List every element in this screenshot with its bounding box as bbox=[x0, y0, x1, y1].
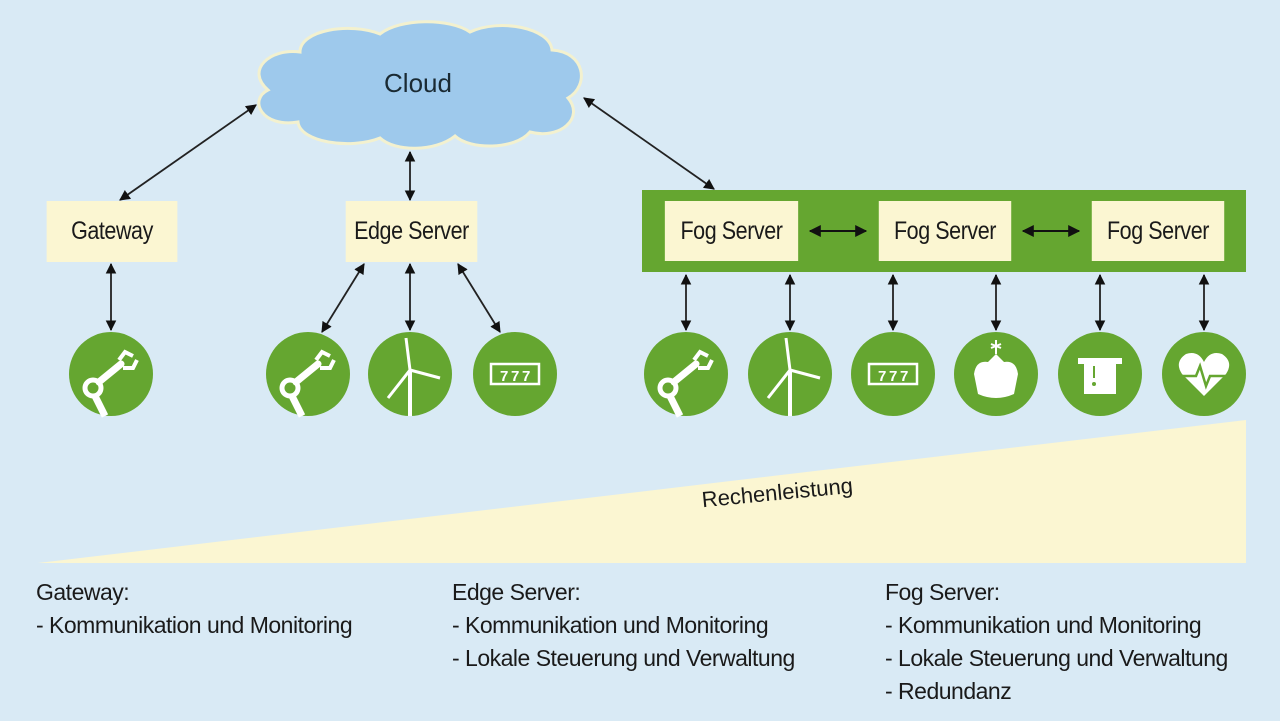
counter-display-icon: 7 7 7 bbox=[489, 362, 541, 386]
fog-server-box-3: Fog Server bbox=[1091, 201, 1225, 261]
description-title: Fog Server: bbox=[885, 579, 1000, 605]
cloud-label: Cloud bbox=[384, 68, 452, 98]
description-item: - Redundanz bbox=[885, 678, 1012, 704]
svg-text:7: 7 bbox=[500, 368, 508, 385]
device-fog-1 bbox=[644, 332, 728, 418]
wind-turbine-icon bbox=[386, 337, 441, 416]
device-fog-5 bbox=[1058, 332, 1142, 416]
description-item: - Lokale Steuerung und Verwaltung bbox=[885, 645, 1228, 671]
description-item: - Kommunikation und Monitoring bbox=[885, 612, 1202, 638]
robot-arm-icon bbox=[279, 349, 336, 418]
heart-monitor-icon bbox=[1178, 353, 1230, 396]
atm-icon bbox=[1078, 358, 1122, 394]
fog-server-box-2: Fog Server bbox=[878, 201, 1012, 261]
fog-server-label-1: Fog Server bbox=[680, 216, 783, 245]
device-gateway-1 bbox=[69, 332, 153, 418]
ship-icon bbox=[974, 340, 1018, 398]
gateway-label: Gateway bbox=[71, 217, 153, 245]
edge-server-box: Edge Server bbox=[345, 201, 478, 262]
description-fog-server: Fog Server: - Kommunikation und Monitori… bbox=[885, 576, 1228, 708]
robot-arm-icon bbox=[657, 349, 714, 418]
device-circle bbox=[473, 332, 557, 416]
description-title: Gateway: bbox=[36, 579, 130, 605]
robot-arm-icon bbox=[82, 349, 139, 418]
connector-cloud-gateway bbox=[119, 104, 257, 201]
device-edge-3: 7 7 7 bbox=[473, 332, 557, 416]
svg-text:7: 7 bbox=[511, 368, 519, 385]
device-fog-6 bbox=[1162, 332, 1246, 416]
gateway-box: Gateway bbox=[46, 201, 178, 262]
wind-turbine-icon bbox=[766, 337, 821, 416]
description-title: Edge Server: bbox=[452, 579, 581, 605]
cloud-shape bbox=[257, 20, 583, 150]
svg-text:7: 7 bbox=[900, 368, 908, 385]
counter-display-icon: 7 7 7 bbox=[867, 362, 919, 386]
description-gateway: Gateway: - Kommunikation und Monitoring bbox=[36, 576, 353, 642]
device-edge-2 bbox=[368, 332, 452, 416]
fog-server-label-2: Fog Server bbox=[893, 216, 997, 245]
description-item: - Kommunikation und Monitoring bbox=[452, 612, 769, 638]
computing-power-wedge bbox=[38, 420, 1246, 563]
description-item: - Lokale Steuerung und Verwaltung bbox=[452, 645, 795, 671]
description-item: - Kommunikation und Monitoring bbox=[36, 612, 353, 638]
fog-server-label-3: Fog Server bbox=[1106, 216, 1210, 245]
device-circle bbox=[851, 332, 935, 416]
svg-text:7: 7 bbox=[522, 368, 530, 385]
device-fog-2 bbox=[748, 332, 832, 416]
connector-edge-device-3 bbox=[457, 263, 501, 333]
description-edge-server: Edge Server: - Kommunikation und Monitor… bbox=[452, 576, 795, 675]
svg-text:7: 7 bbox=[878, 368, 886, 385]
device-fog-4 bbox=[954, 332, 1038, 416]
fog-server-box-1: Fog Server bbox=[664, 201, 799, 261]
device-fog-3: 7 7 7 bbox=[851, 332, 935, 416]
device-edge-1 bbox=[266, 332, 350, 418]
edge-server-label: Edge Server bbox=[354, 217, 469, 245]
connector-cloud-fog bbox=[583, 97, 715, 190]
connector-edge-device-1 bbox=[321, 263, 365, 333]
svg-text:7: 7 bbox=[889, 368, 897, 385]
